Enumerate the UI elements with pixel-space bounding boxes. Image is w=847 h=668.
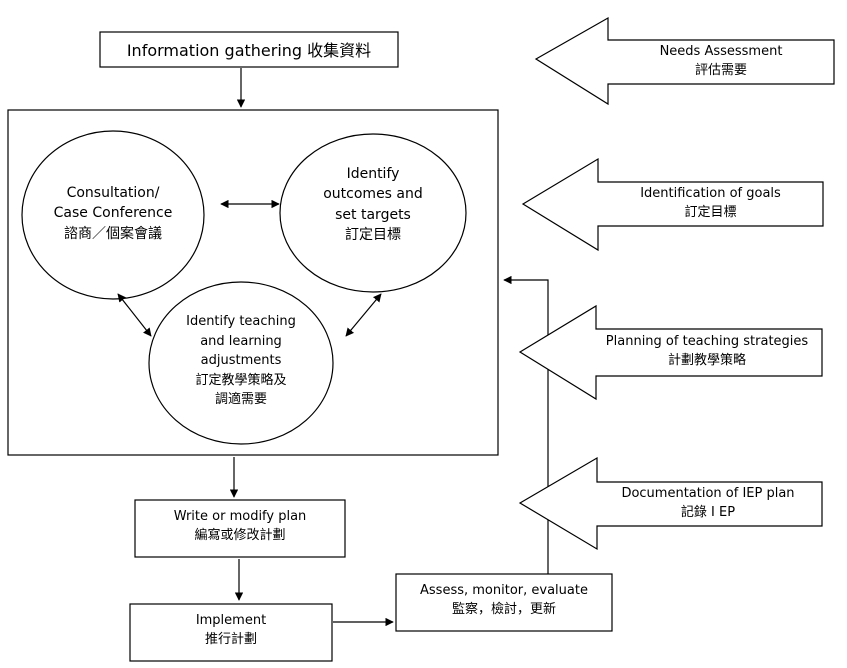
implement-label: Implement 推行計劃 (195, 613, 267, 647)
side-arrow-documentation (518, 456, 823, 551)
arrow-assess-feedback (503, 275, 549, 574)
implement-box (129, 603, 333, 662)
arrow-outcomes-teaching (345, 293, 382, 337)
teaching-ellipse (148, 281, 334, 445)
side-arrow-goals (521, 157, 824, 252)
teaching-label: Identify teaching and learning adjustmen… (186, 314, 296, 407)
side-arrow-needs-assessment (534, 16, 835, 106)
assess-box (395, 573, 613, 632)
outcomes-ellipse (279, 133, 467, 293)
write-plan-label: Write or modify plan 編寫或修改計劃 (173, 509, 307, 543)
info-gathering-label: Information gathering 收集資料 (126, 41, 372, 60)
arrow-consult-teaching (117, 293, 152, 337)
info-gathering-box (99, 31, 399, 68)
outcomes-label: Identify outcomes and set targets 訂定目標 (323, 166, 423, 243)
assess-label: Assess, monitor, evaluate 監察，檢討，更新 (420, 583, 588, 617)
consultation-ellipse (21, 130, 205, 300)
consultation-label: Consultation/ Case Conference 諮商／個案會議 (53, 185, 173, 242)
goals-label: Identification of goals 訂定目標 (640, 186, 781, 220)
documentation-label: Documentation of IEP plan 記錄 I EP (621, 486, 795, 520)
write-plan-box (134, 499, 346, 558)
teaching-strategies-label: Planning of teaching strategies 計劃教學策略 (605, 334, 809, 368)
side-arrow-teaching-strategies (518, 304, 823, 401)
needs-assessment-label: Needs Assessment 評估需要 (659, 44, 783, 78)
